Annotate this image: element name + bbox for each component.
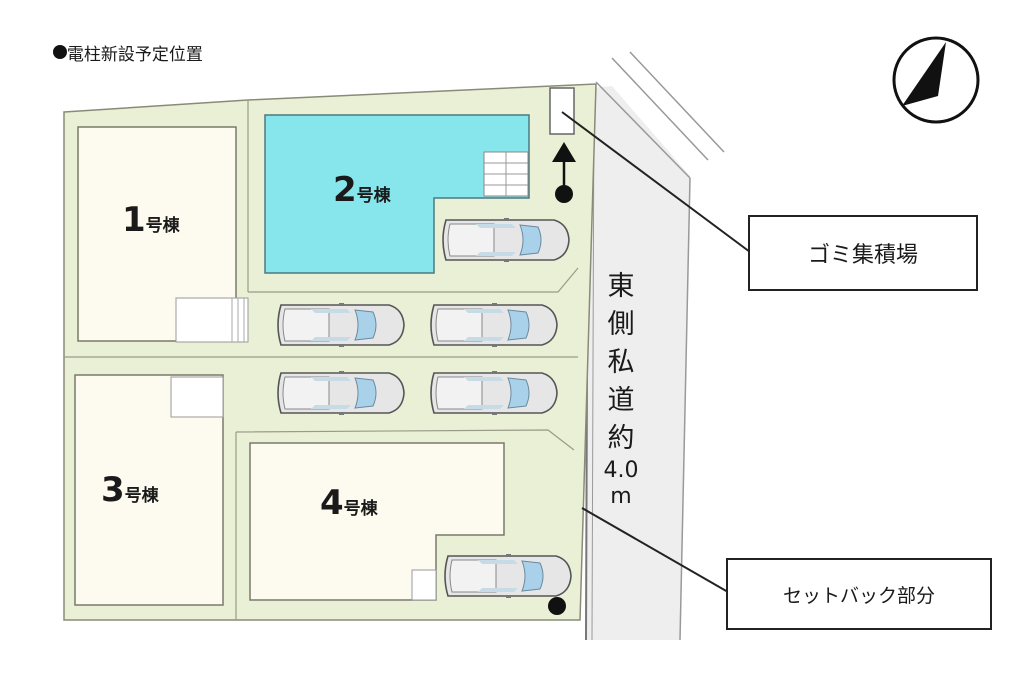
setback-label: セットバック部分 — [782, 584, 935, 607]
road-char: 側 — [607, 309, 635, 340]
garbage-area-label: ゴミ集積場 — [807, 243, 918, 268]
road-diagonal-line — [629, 51, 725, 153]
building-4-label: 4号棟 — [320, 483, 378, 523]
building-number: 1 — [122, 200, 146, 240]
road-char: 約 — [607, 423, 635, 454]
building-number: 2 — [333, 170, 357, 210]
garbage-area-callout: ゴミ集積場 — [748, 215, 978, 291]
road-diagonal-line — [595, 81, 691, 179]
east-private-road — [585, 86, 690, 640]
building-suffix: 号棟 — [343, 499, 378, 519]
stairs-icon — [483, 151, 529, 197]
building-2-label: 2号棟 — [333, 170, 391, 210]
building-suffix: 号棟 — [124, 486, 159, 506]
lot-divider — [248, 267, 579, 293]
callout-leader-line — [581, 507, 729, 593]
legend: ●電柱新設予定位置 — [52, 40, 203, 65]
building-1-label: 1号棟 — [122, 200, 180, 240]
arrow-head-icon — [552, 142, 576, 162]
pole-dot-icon — [555, 185, 573, 203]
car-icon — [430, 370, 558, 416]
car-icon — [277, 370, 405, 416]
building-suffix: 号棟 — [145, 216, 180, 236]
callout-leader-line — [561, 111, 751, 253]
setback-callout: セットバック部分 — [726, 558, 992, 630]
road-edge-line — [679, 177, 691, 641]
car-icon — [444, 553, 572, 599]
building-4-porch — [411, 569, 437, 601]
road-char: 私 — [607, 347, 635, 378]
building-3-porch — [170, 376, 224, 418]
building-number: 4 — [320, 483, 344, 523]
pole-dot-icon — [548, 597, 566, 615]
lot-divider — [235, 429, 575, 451]
garbage-collection-area — [549, 87, 575, 135]
car-icon — [442, 217, 570, 263]
road-width-unit: m — [610, 484, 632, 509]
legend-text: 電柱新設予定位置 — [66, 45, 203, 65]
road-diagonal-line — [611, 57, 709, 161]
legend-pole-icon — [53, 45, 67, 59]
building-1-porch — [175, 297, 249, 343]
building-3-label: 3号棟 — [101, 470, 159, 510]
building-4-footprint — [249, 442, 505, 601]
car-icon — [430, 302, 558, 348]
car-icon — [277, 302, 405, 348]
building-number: 3 — [101, 470, 125, 510]
road-char: 道 — [607, 385, 635, 416]
north-arrow-icon — [892, 36, 980, 124]
road-label: 東 側 私 道 約 4.0 m — [602, 268, 640, 510]
building-suffix: 号棟 — [356, 186, 391, 206]
road-width-value: 4.0 — [603, 458, 639, 483]
road-char: 東 — [607, 271, 635, 302]
building-2-footprint — [264, 114, 530, 274]
